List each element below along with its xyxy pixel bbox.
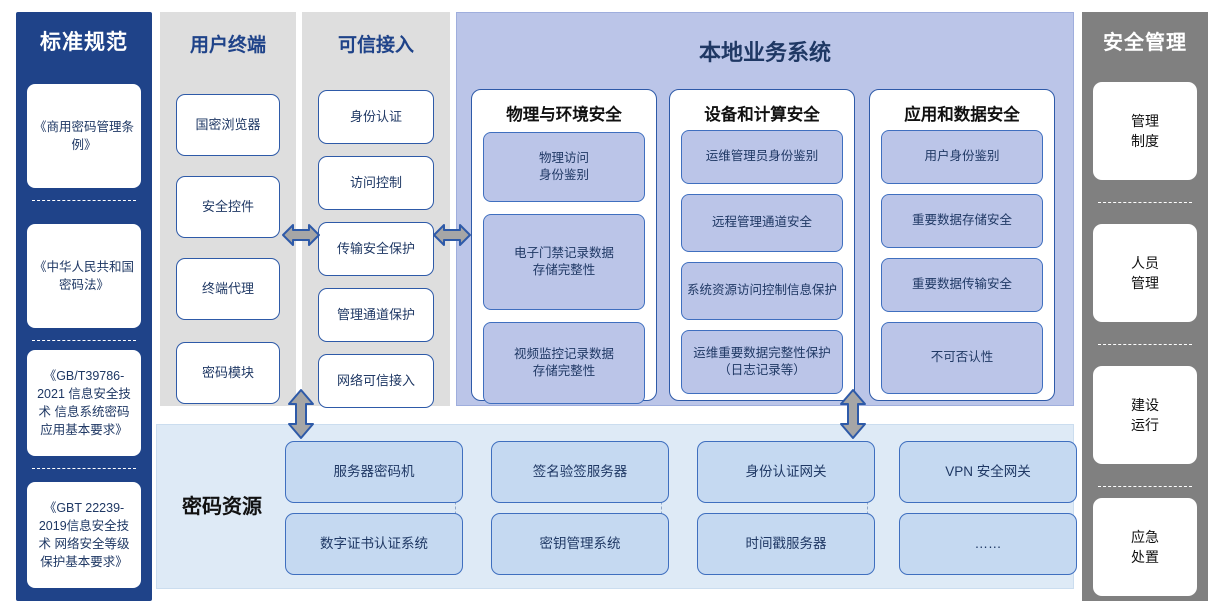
management-item[interactable]: 应急处置: [1093, 498, 1197, 596]
user-terminal-chip[interactable]: 安全控件: [176, 176, 280, 238]
arrow-access-crypto-icon: [281, 388, 321, 440]
crypto-resources-panel: 密码资源 服务器密码机数字证书认证系统 签名验签服务器密钥管理系统 身份认证网关…: [156, 424, 1077, 589]
crypto-divider: [455, 441, 456, 575]
standards-item[interactable]: 《GBT 22239-2019信息安全技术 网络安全等级保护基本要求》: [27, 482, 141, 588]
column-user-terminal: 用户终端 国密浏览器安全控件终端代理密码模块: [160, 12, 296, 406]
trusted-access-chip[interactable]: 访问控制: [318, 156, 434, 210]
security-management-panel: 安全管理 管理制度人员管理建设运行应急处置: [1082, 12, 1208, 601]
column-trusted-access: 可信接入 身份认证访问控制传输安全保护管理通道保护网络可信接入: [302, 12, 450, 408]
trusted-access-chip[interactable]: 管理通道保护: [318, 288, 434, 342]
security-requirement-chip[interactable]: 物理访问身份鉴别: [483, 132, 645, 202]
group-title: 设备和计算安全: [704, 106, 820, 124]
standards-divider: [32, 468, 136, 469]
user-terminal-chip[interactable]: 国密浏览器: [176, 94, 280, 156]
crypto-group: 身份认证网关时间戳服务器: [697, 441, 875, 575]
group-application-data-security: 应用和数据安全 用户身份鉴别重要数据存储安全重要数据传输安全不可否认性: [869, 89, 1055, 401]
column-trusted-access-title: 可信接入: [337, 35, 414, 56]
crypto-resource-chip[interactable]: ……: [899, 513, 1077, 575]
trusted-access-chip[interactable]: 传输安全保护: [318, 222, 434, 276]
management-item[interactable]: 管理制度: [1093, 82, 1197, 180]
arrow-access-main-icon: [432, 215, 472, 255]
standards-divider: [32, 340, 136, 341]
crypto-resource-chip[interactable]: 数字证书认证系统: [285, 513, 463, 575]
crypto-resource-chip[interactable]: 身份认证网关: [697, 441, 875, 503]
crypto-resources-title: 密码资源: [182, 496, 262, 518]
user-terminal-chip[interactable]: 终端代理: [176, 258, 280, 320]
security-management-title: 安全管理: [1103, 32, 1187, 54]
group-title: 应用和数据安全: [904, 106, 1020, 124]
management-divider: [1098, 344, 1192, 345]
group-device-computing-security: 设备和计算安全 运维管理员身份鉴别远程管理通道安全系统资源访问控制信息保护运维重…: [669, 89, 855, 401]
standards-item[interactable]: 《GB/T39786-2021 信息安全技术 信息系统密码应用基本要求》: [27, 350, 141, 456]
security-requirement-chip[interactable]: 运维管理员身份鉴别: [681, 130, 843, 184]
standards-item[interactable]: 《中华人民共和国密码法》: [27, 224, 141, 328]
crypto-resource-chip[interactable]: 服务器密码机: [285, 441, 463, 503]
arrow-main-crypto-icon: [833, 388, 873, 440]
security-requirement-chip[interactable]: 系统资源访问控制信息保护: [681, 262, 843, 320]
standards-item[interactable]: 《商用密码管理条例》: [27, 84, 141, 188]
main-business-system-title: 本地业务系统: [698, 40, 831, 65]
management-item[interactable]: 建设运行: [1093, 366, 1197, 464]
crypto-group: 服务器密码机数字证书认证系统: [285, 441, 463, 575]
column-user-terminal-title: 用户终端: [189, 35, 266, 56]
crypto-resource-chip[interactable]: VPN 安全网关: [899, 441, 1077, 503]
security-requirement-chip[interactable]: 重要数据存储安全: [881, 194, 1043, 248]
crypto-resource-chip[interactable]: 密钥管理系统: [491, 513, 669, 575]
crypto-group: VPN 安全网关 ……: [899, 441, 1077, 575]
management-divider: [1098, 486, 1192, 487]
user-terminal-chip[interactable]: 密码模块: [176, 342, 280, 404]
group-title: 物理与环境安全: [506, 106, 622, 124]
standards-panel: 标准规范 《商用密码管理条例》《中华人民共和国密码法》《GB/T39786-20…: [16, 12, 152, 601]
trusted-access-chip[interactable]: 网络可信接入: [318, 354, 434, 408]
security-requirement-chip[interactable]: 用户身份鉴别: [881, 130, 1043, 184]
crypto-resource-chip[interactable]: 时间戳服务器: [697, 513, 875, 575]
management-item[interactable]: 人员管理: [1093, 224, 1197, 322]
crypto-divider: [661, 441, 662, 575]
security-requirement-chip[interactable]: 重要数据传输安全: [881, 258, 1043, 312]
crypto-group: 签名验签服务器密钥管理系统: [491, 441, 669, 575]
security-requirement-chip[interactable]: 运维重要数据完整性保护（日志记录等）: [681, 330, 843, 394]
security-requirement-chip[interactable]: 远程管理通道安全: [681, 194, 843, 252]
security-requirement-chip[interactable]: 不可否认性: [881, 322, 1043, 394]
crypto-resource-chip[interactable]: 签名验签服务器: [491, 441, 669, 503]
standards-panel-title: 标准规范: [40, 31, 128, 54]
management-divider: [1098, 202, 1192, 203]
main-business-system-panel: 本地业务系统 物理与环境安全 物理访问身份鉴别电子门禁记录数据存储完整性视频监控…: [456, 12, 1074, 406]
standards-divider: [32, 200, 136, 201]
security-requirement-chip[interactable]: 视频监控记录数据存储完整性: [483, 322, 645, 404]
group-physical-environment-security: 物理与环境安全 物理访问身份鉴别电子门禁记录数据存储完整性视频监控记录数据存储完…: [471, 89, 657, 404]
security-requirement-chip[interactable]: 电子门禁记录数据存储完整性: [483, 214, 645, 310]
arrow-terminal-access-icon: [281, 215, 321, 255]
trusted-access-chip[interactable]: 身份认证: [318, 90, 434, 144]
crypto-divider: [867, 441, 868, 575]
